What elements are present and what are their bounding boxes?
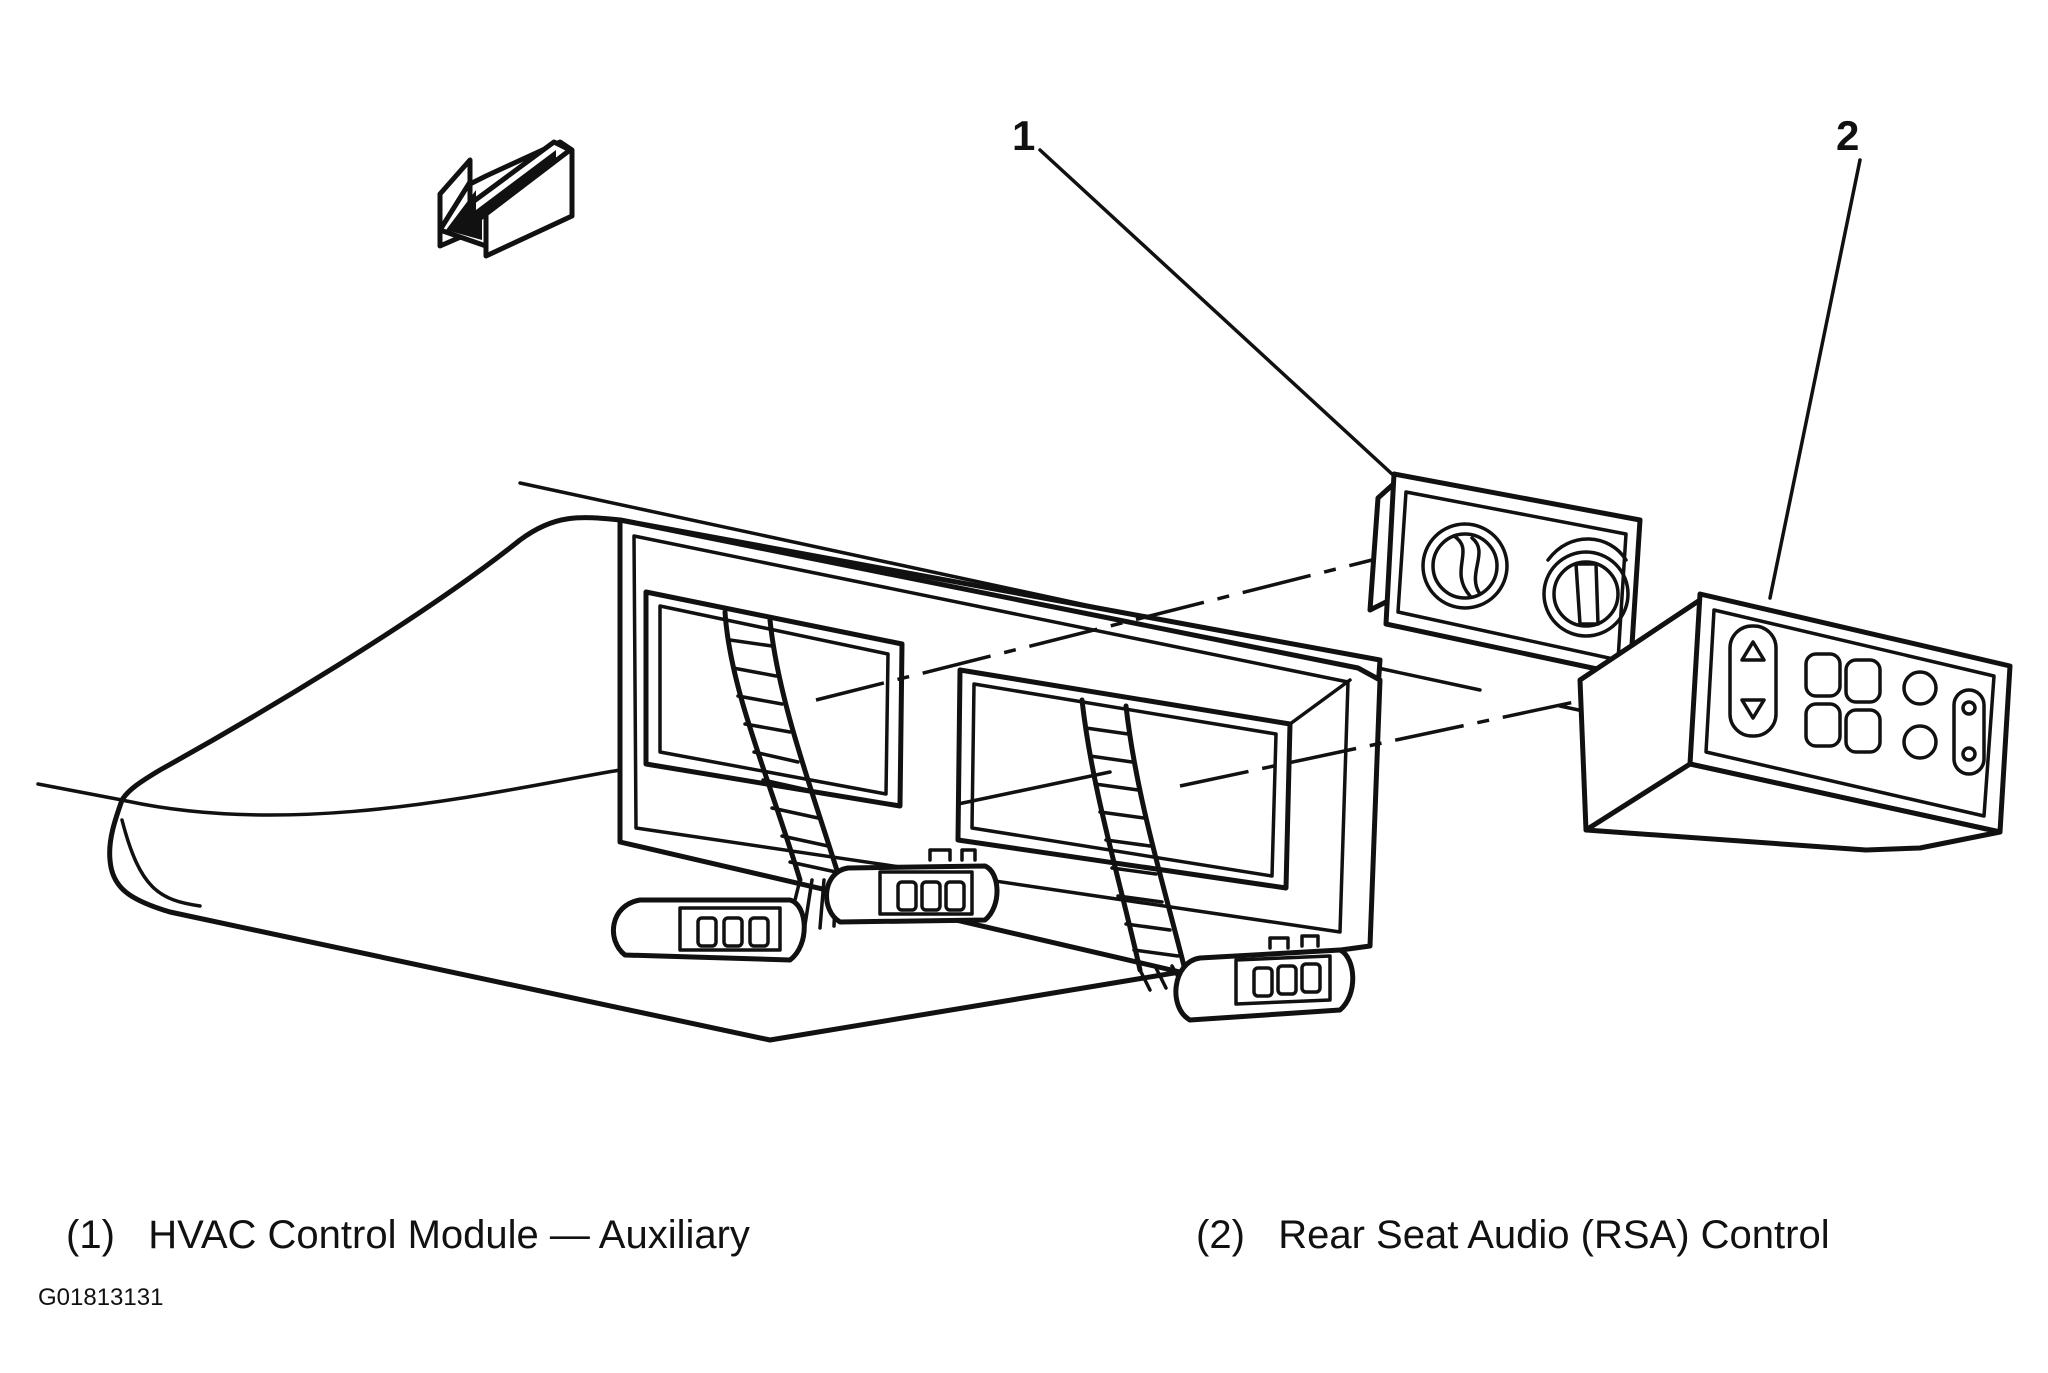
callout-label-2: 2 (1836, 112, 1859, 159)
rear-seat-audio-control (1577, 591, 2013, 853)
hvac-knob-icon (1421, 522, 1630, 638)
figure-code: G01813131 (38, 1284, 163, 1311)
legend-item-2: (2) Rear Seat Audio (RSA) Control (1196, 1213, 1830, 1257)
leader-dashed-1 (815, 558, 1373, 702)
rsa-button-icon (1728, 624, 1986, 776)
electrical-connector-center (824, 848, 1000, 925)
callout-leader-2 (1768, 158, 1862, 600)
wiring-harness-left (722, 609, 843, 930)
forward-direction-arrow-icon (437, 139, 575, 259)
wiring-harness-right (1079, 697, 1187, 992)
electrical-connector-right (1173, 934, 1356, 1023)
callout-label-1: 1 (1012, 112, 1035, 159)
overhead-console (107, 515, 1383, 1043)
callout-leader-1 (1038, 148, 1394, 476)
electrical-connector-left (610, 897, 807, 963)
hvac-control-module-auxiliary (1367, 471, 1643, 679)
leader-dashed-2 (1179, 698, 1585, 788)
legend-item-1: (1) HVAC Control Module — Auxiliary (66, 1213, 750, 1257)
